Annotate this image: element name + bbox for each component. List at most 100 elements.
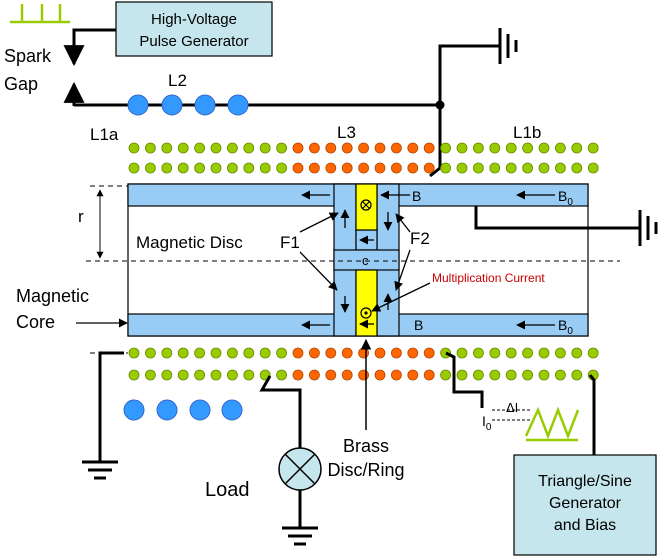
top-winding-dot	[374, 162, 386, 174]
spark-gap-label-1: Spark	[4, 46, 52, 66]
bottom-winding-dot	[144, 369, 156, 381]
top-winding-dot	[456, 142, 468, 154]
top-winding-dot	[341, 162, 353, 174]
f2-label: F2	[410, 229, 430, 248]
bottom-winding-dot	[472, 369, 484, 381]
b0-label-bottom: B0	[558, 317, 573, 337]
top-winding-dot	[161, 142, 173, 154]
top-winding-dot	[128, 142, 140, 154]
bottom-winding-dot	[587, 347, 599, 359]
bottom-winding-dot	[243, 347, 255, 359]
bottom-winding-dot	[161, 369, 173, 381]
top-winding-dot	[226, 162, 238, 174]
triangle-generator-label-1: Triangle/Sine	[538, 473, 632, 490]
bias-wire	[474, 206, 640, 230]
magnetic-core-label-1: Magnetic	[16, 286, 89, 306]
top-winding-dot	[128, 162, 140, 174]
pulse-generator-label-2: Pulse Generator	[139, 33, 248, 50]
top-winding-dot	[161, 162, 173, 174]
triangle-wave-icon	[524, 406, 580, 442]
bottom-winding-dot	[571, 369, 583, 381]
bottom-winding-dot	[243, 369, 255, 381]
top-winding-dot	[390, 142, 402, 154]
l2-coil	[127, 94, 249, 116]
l1a-label: L1a	[90, 125, 119, 144]
bottom-winding-dot	[325, 369, 337, 381]
bottom-winding-dot	[210, 347, 222, 359]
bottom-winding-dot	[177, 347, 189, 359]
top-winding-dot	[358, 142, 370, 154]
top-winding-dot	[210, 162, 222, 174]
load-label: Load	[205, 479, 250, 501]
brass-ring-upper	[355, 183, 378, 231]
bottom-winding-dot	[505, 347, 517, 359]
bottom-winding-dot	[456, 347, 468, 359]
delta-i-label: ΔI	[506, 400, 518, 415]
bottom-winding-dot	[374, 347, 386, 359]
top-winding-dot	[522, 142, 533, 154]
top-winding-dot	[571, 142, 583, 154]
b-label-bottom: B	[414, 317, 423, 333]
pulse-generator-label-1: High-Voltage	[151, 11, 237, 28]
bottom-winding-dot	[555, 347, 566, 359]
delta-i-markers	[492, 409, 530, 421]
top-winding-dot	[407, 162, 419, 174]
top-winding-dot	[538, 162, 550, 174]
top-winding-dot	[177, 162, 189, 174]
bottom-winding-dot	[505, 369, 517, 381]
top-winding-dot	[555, 142, 566, 154]
ground-icon-load	[282, 526, 318, 546]
f1-label: F1	[280, 233, 300, 252]
bottom-winding-dot	[456, 369, 468, 381]
pulse-generator-box	[115, 1, 273, 57]
ground-icon-right	[638, 210, 658, 246]
spark-gap-label-2: Gap	[4, 74, 38, 94]
b-label-top: B	[412, 188, 421, 204]
bottom-winding-dot	[194, 347, 206, 359]
top-winding-dot	[555, 162, 566, 174]
magnetic-core-label-2: Core	[16, 312, 55, 332]
brass-ring-lower	[355, 269, 378, 337]
l1b-label: L1b	[513, 123, 541, 142]
top-winding-dot	[243, 162, 255, 174]
top-winding-dot	[505, 142, 517, 154]
bottom-winding-dot	[308, 369, 320, 381]
bottom-winding-dot	[358, 347, 370, 359]
top-winding-dot	[308, 162, 320, 174]
l2-coil-bottom	[123, 399, 243, 421]
bottom-winding-dot	[161, 347, 173, 359]
magnetic-disc-label: Magnetic Disc	[136, 233, 243, 252]
top-winding-dot	[538, 142, 550, 154]
ground-icon-top	[498, 28, 518, 64]
bottom-winding-dot	[374, 369, 386, 381]
triangle-generator-label-2: Generator	[549, 495, 622, 512]
triangle-generator-box	[513, 454, 657, 556]
bottom-winding-dot	[522, 369, 533, 381]
top-winding-dot	[374, 142, 386, 154]
top-winding-dot	[423, 142, 435, 154]
coil-windings-top	[128, 142, 599, 174]
top-winding-dot	[292, 142, 304, 154]
current-into-page-icon	[360, 199, 372, 211]
top-winding-dot	[472, 142, 484, 154]
top-winding-dot	[259, 162, 271, 174]
top-winding-dot	[259, 142, 271, 154]
i0-label: I0	[482, 413, 492, 433]
bottom-winding-dot	[128, 369, 140, 381]
top-winding-dot	[390, 162, 402, 174]
bottom-winding-dot	[128, 347, 140, 359]
top-winding-dot	[456, 162, 468, 174]
bottom-winding-dot	[555, 369, 566, 381]
bottom-winding-dot	[308, 347, 320, 359]
top-winding-dot	[587, 162, 599, 174]
bottom-winding-dot	[390, 369, 402, 381]
bottom-winding-dot	[144, 347, 156, 359]
top-winding-dot	[226, 142, 238, 154]
bottom-winding-dot	[292, 369, 304, 381]
top-winding-dot	[276, 162, 288, 174]
top-winding-dot	[276, 142, 288, 154]
spark-gap-wiring	[63, 28, 500, 178]
bottom-winding-dot	[210, 369, 222, 381]
top-winding-dot	[522, 162, 533, 174]
bottom-winding-dot	[358, 369, 370, 381]
